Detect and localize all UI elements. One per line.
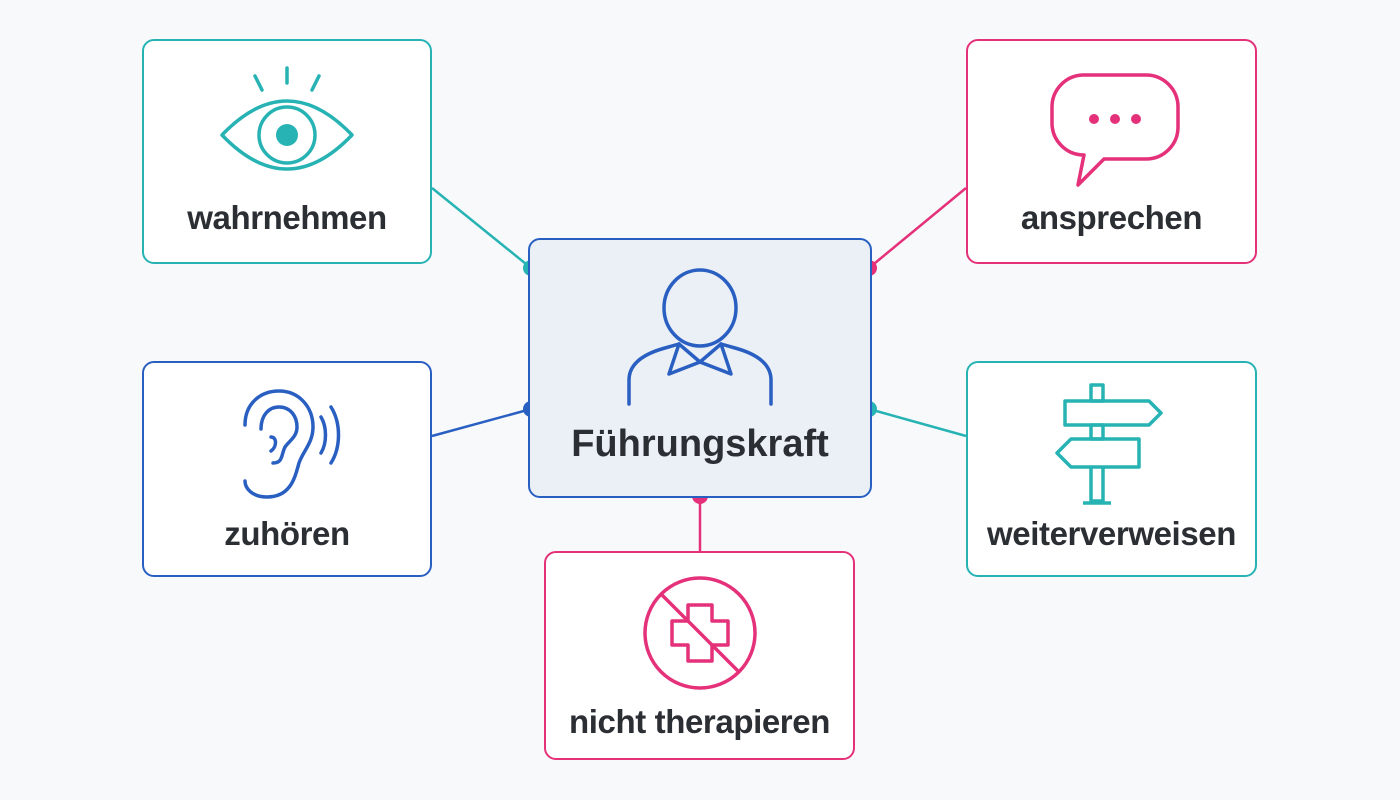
- node-label-zuhoeren: zuhören: [224, 515, 350, 552]
- node-wahrnehmen: wahrnehmen: [142, 39, 432, 264]
- node-weiterverweisen: weiterverweisen: [966, 361, 1257, 577]
- node-label-nicht-therapieren: nicht therapieren: [569, 703, 830, 740]
- node-fuehrungskraft: Führungskraft: [528, 238, 872, 498]
- connector-ansprechen: [861, 187, 967, 276]
- no-medical-cross-icon: [546, 573, 853, 693]
- person-icon: [530, 268, 870, 408]
- node-ansprechen: ansprechen: [966, 39, 1257, 264]
- node-label-wahrnehmen: wahrnehmen: [187, 199, 387, 236]
- connector-wahrnehmen: [431, 187, 539, 276]
- node-label-weiterverweisen: weiterverweisen: [987, 515, 1236, 552]
- node-nicht-therapieren: nicht therapieren: [544, 551, 855, 760]
- connector-weiterverweisen: [861, 401, 967, 438]
- ear-icon: [144, 385, 430, 505]
- speech-bubble-icon: [968, 69, 1255, 194]
- eye-icon: [144, 63, 430, 183]
- signpost-icon: [968, 383, 1255, 508]
- node-label-fuehrungskraft: Führungskraft: [571, 423, 829, 465]
- connector-zuhoeren: [431, 401, 539, 438]
- node-label-ansprechen: ansprechen: [1020, 199, 1203, 236]
- node-zuhoeren: zuhören: [142, 361, 432, 577]
